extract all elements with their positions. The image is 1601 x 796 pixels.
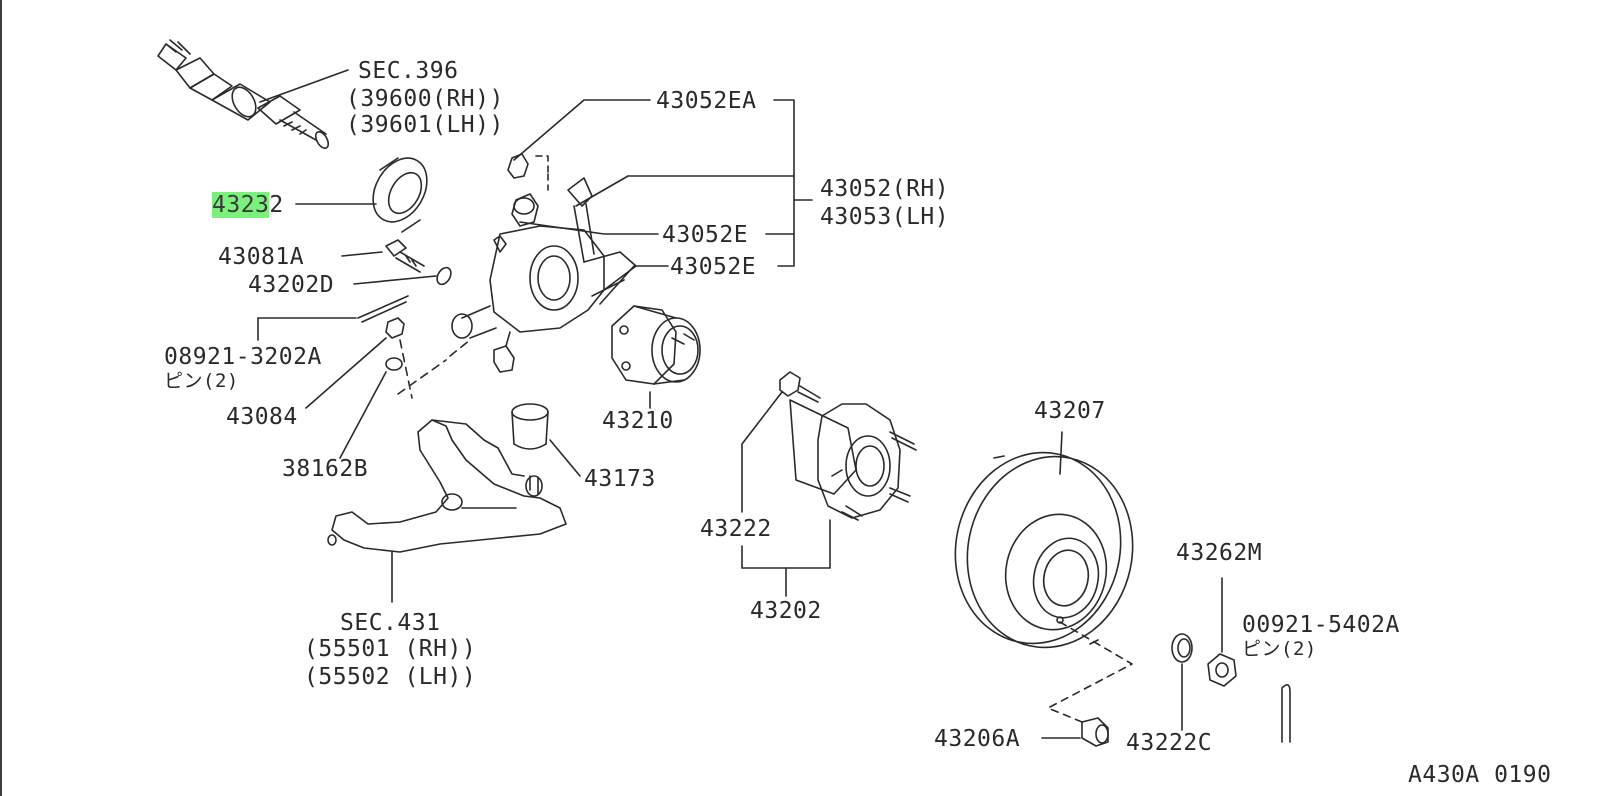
label-43210[interactable]: 43210 bbox=[602, 408, 674, 434]
label-43052ea[interactable]: 43052EA bbox=[656, 88, 757, 114]
label-43207[interactable]: 43207 bbox=[1034, 398, 1106, 424]
label-43052-rh[interactable]: 43052(RH) bbox=[820, 176, 950, 202]
label-pin-a: ピン(2) bbox=[164, 370, 239, 392]
label-43222c[interactable]: 43222C bbox=[1126, 730, 1213, 756]
label-08921[interactable]: 08921-3202A bbox=[164, 344, 322, 370]
brake-disc bbox=[954, 431, 1134, 723]
label-43206a[interactable]: 43206A bbox=[934, 726, 1021, 752]
label-55502: (55502 (LH)) bbox=[304, 664, 477, 690]
label-43222[interactable]: 43222 bbox=[700, 516, 772, 542]
label-43053-lh[interactable]: 43053(LH) bbox=[820, 204, 950, 230]
plug bbox=[1041, 717, 1109, 747]
label-00921[interactable]: 00921-5402A bbox=[1242, 612, 1400, 638]
lower-arm bbox=[327, 419, 567, 603]
frame-border bbox=[0, 0, 2, 796]
group-leaders bbox=[513, 99, 813, 305]
label-43173[interactable]: 43173 bbox=[584, 466, 656, 492]
label-55501: (55501 (RH)) bbox=[304, 636, 477, 662]
washer-43222c bbox=[1171, 633, 1193, 731]
label-43202d[interactable]: 43202D bbox=[248, 272, 335, 298]
label-pin-b: ピン(2) bbox=[1242, 638, 1317, 660]
hub-nut bbox=[1207, 577, 1237, 687]
label-39600: (39600(RH)) bbox=[346, 86, 504, 112]
knuckle-bolt bbox=[257, 239, 452, 341]
bump-stopper bbox=[511, 403, 581, 477]
label-43081a[interactable]: 43081A bbox=[218, 244, 305, 270]
label-sec396: SEC.396 bbox=[358, 58, 459, 84]
label-38162b[interactable]: 38162B bbox=[282, 456, 369, 482]
cotter-pin bbox=[1281, 684, 1291, 743]
label-43202[interactable]: 43202 bbox=[750, 598, 822, 624]
label-43052e-lower[interactable]: 43052E bbox=[670, 254, 757, 280]
label-43084[interactable]: 43084 bbox=[226, 404, 298, 430]
label-43232[interactable]: 43232 bbox=[212, 192, 284, 218]
highlight-43232: 4323 bbox=[212, 192, 270, 218]
oil-seal bbox=[295, 157, 428, 233]
diagram-code: A430A 0190 bbox=[1408, 762, 1552, 788]
label-43262m[interactable]: 43262M bbox=[1176, 540, 1263, 566]
nut-washer bbox=[305, 317, 471, 459]
drive-shaft bbox=[157, 39, 349, 149]
hub-bearing bbox=[611, 305, 701, 409]
label-39601: (39601(LH)) bbox=[346, 112, 504, 138]
rear-hub bbox=[741, 371, 917, 597]
label-sec431: SEC.431 bbox=[340, 610, 441, 636]
label-43052e-upper[interactable]: 43052E bbox=[662, 222, 749, 248]
